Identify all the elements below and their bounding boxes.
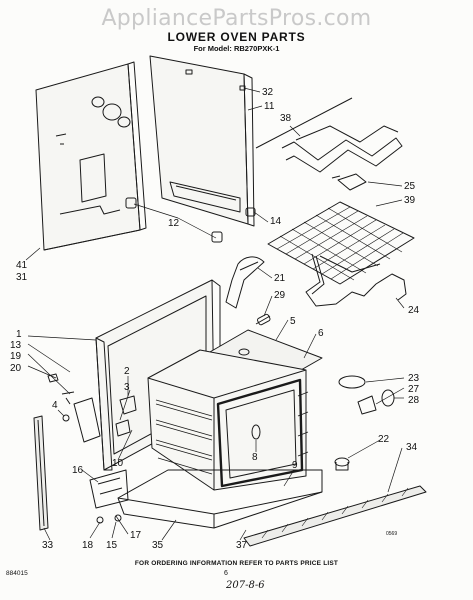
kick-panel (243, 485, 427, 547)
callout-29: 29 (274, 290, 286, 301)
callout-6: 6 (318, 328, 324, 339)
callout-labels: 32 11 38 25 39 14 12 41 31 21 29 24 5 6 … (10, 87, 420, 551)
callout-37: 37 (236, 540, 248, 551)
callout-9: 9 (292, 460, 298, 471)
oven-cavity (147, 349, 309, 491)
callout-31: 31 (16, 272, 28, 283)
callout-27: 27 (408, 384, 420, 395)
callout-32: 32 (262, 87, 274, 98)
document-id: 884015 (6, 570, 28, 577)
callout-25: 25 (404, 181, 416, 192)
callout-35: 35 (152, 540, 164, 551)
callout-34: 34 (406, 442, 418, 453)
callout-19: 19 (10, 351, 22, 362)
callout-8: 8 (252, 452, 258, 463)
left-side-panel (35, 61, 147, 251)
callout-2: 2 (124, 366, 130, 377)
ordering-note: FOR ORDERING INFORMATION REFER TO PARTS … (134, 560, 339, 567)
watermark: AppliancePartsPros.com (101, 6, 372, 31)
callout-21: 21 (274, 273, 286, 284)
callout-17: 17 (130, 530, 142, 541)
broil-element (305, 253, 407, 307)
leveling-rollers (125, 197, 256, 243)
handwritten-note: 207-8-6 (226, 580, 265, 591)
oven-rack (267, 201, 415, 285)
side-trim-strip (33, 415, 49, 531)
door-hinge-assembly (47, 373, 137, 524)
callout-13: 13 (10, 340, 22, 351)
element-terminal (334, 457, 350, 471)
callout-28: 28 (408, 395, 420, 406)
callout-20: 20 (10, 363, 22, 374)
callout-1: 1 (16, 329, 22, 340)
diagram-title: LOWER OVEN PARTS (167, 30, 306, 44)
callout-39: 39 (404, 195, 416, 206)
rear-panel (149, 55, 255, 227)
bottom-panel (117, 469, 323, 529)
sensor-bulb (255, 313, 271, 326)
callout-23: 23 (408, 373, 420, 384)
bake-element (255, 97, 403, 191)
callout-38: 38 (280, 113, 292, 124)
callout-24: 24 (408, 305, 420, 316)
callout-10: 10 (112, 458, 124, 469)
leader-lines (25, 87, 405, 541)
callout-41: 41 (16, 260, 28, 271)
callout-22: 22 (378, 434, 390, 445)
callout-16: 16 (72, 465, 84, 476)
drawing-code: 0569 (386, 531, 398, 537)
callout-11: 11 (264, 101, 275, 112)
model-label: For Model: RB270PXK-1 (193, 44, 280, 53)
vent-tube (225, 256, 265, 309)
callout-15: 15 (106, 540, 118, 551)
callout-18: 18 (82, 540, 94, 551)
page-number: 6 (224, 570, 228, 577)
callout-3: 3 (124, 382, 130, 393)
callout-14: 14 (270, 216, 282, 227)
callout-5: 5 (290, 316, 296, 327)
callout-33: 33 (42, 540, 54, 551)
callout-4: 4 (52, 400, 58, 411)
callout-12: 12 (168, 218, 180, 229)
